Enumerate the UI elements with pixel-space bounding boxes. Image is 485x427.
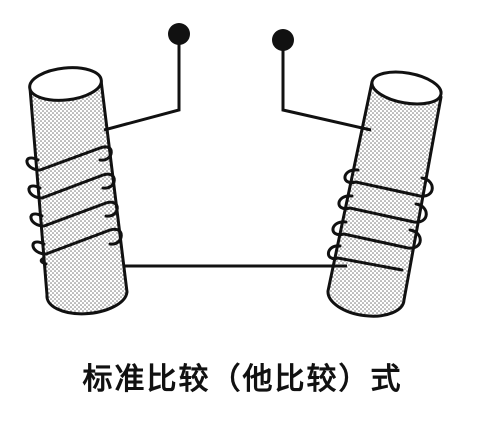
right-rod-body	[326, 80, 443, 318]
diagram-caption: 标准比较（他比较）式	[82, 362, 403, 397]
left-magnet-rod	[28, 66, 129, 316]
left-coil	[25, 145, 123, 266]
left-rod-top-face	[28, 66, 103, 102]
right-magnet-rod	[326, 70, 443, 318]
connecting-wires	[103, 40, 372, 268]
right-lead-wire	[281, 40, 372, 132]
right-coil	[327, 168, 434, 272]
right-rod-top-face	[370, 70, 443, 106]
left-terminal	[168, 23, 190, 45]
right-terminal	[272, 29, 294, 51]
comparison-coil-diagram	[25, 23, 443, 318]
left-lead-wire	[103, 40, 181, 132]
left-rod-body	[28, 78, 129, 316]
